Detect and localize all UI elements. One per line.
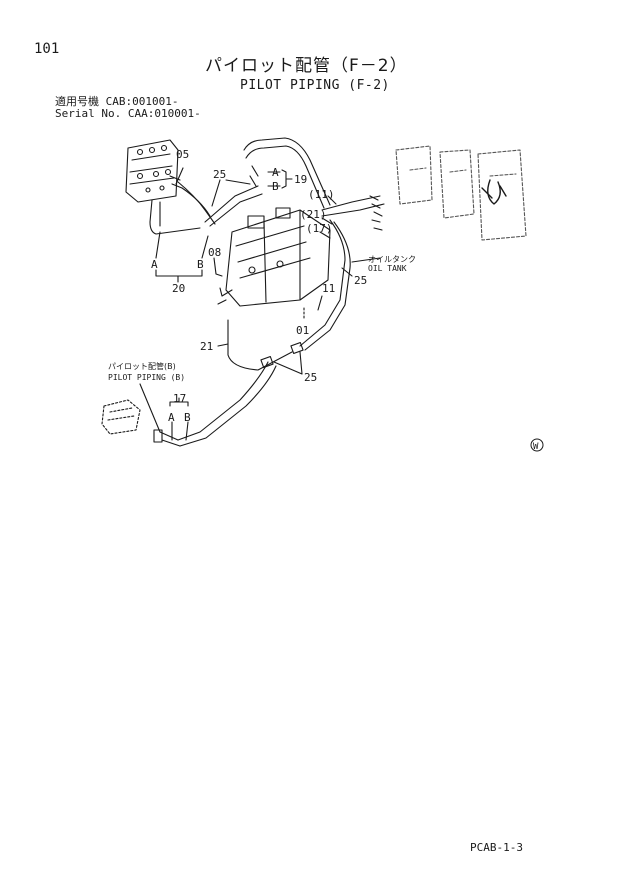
- bracket-20: [155, 269, 203, 277]
- applicability-japanese: 適用号機 CAB:001001-: [55, 95, 179, 108]
- leader-25a: [211, 179, 251, 207]
- document-code: PCAB-1-3: [470, 841, 523, 854]
- note-pilot-piping-b-english: PILOT PIPING (B): [108, 373, 185, 382]
- leader-11b: [317, 295, 323, 311]
- callout-21: 21: [200, 340, 213, 353]
- hose-upper-run: [204, 185, 259, 223]
- callout-11: 11: [322, 282, 335, 295]
- callout-20: 20: [172, 282, 185, 295]
- pilot-valve-block-drawing: [125, 139, 183, 203]
- leader-21-17: [319, 217, 333, 239]
- callout-b-upper: B: [272, 180, 279, 193]
- callout-25-right: 25: [354, 274, 367, 287]
- callout-21-ref: (21): [300, 208, 327, 221]
- leader-08: [213, 257, 223, 277]
- leader-ab3: [171, 421, 189, 441]
- bracket-17: [169, 397, 189, 407]
- leader-11: [327, 195, 337, 205]
- hose-a-upper: [149, 199, 201, 235]
- bracket-19: [281, 169, 293, 189]
- w-mark: W: [530, 438, 544, 452]
- leader-21: [217, 343, 229, 347]
- hose-21: [227, 319, 293, 371]
- callout-11-ref: (11): [308, 188, 335, 201]
- leader-25c: [273, 351, 303, 375]
- hose-to-oil-tank: [299, 219, 346, 347]
- callout-01: 01: [296, 324, 309, 337]
- callout-05: 05: [176, 148, 189, 161]
- page-title-japanese: パイロット配管（F－2）: [205, 56, 408, 76]
- callout-17-ref: (17): [306, 222, 333, 235]
- note-oil-tank-english: OIL TANK: [368, 264, 407, 273]
- hose-to-valve-b: [181, 187, 211, 217]
- page-title-english: PILOT PIPING (F-2): [240, 78, 390, 93]
- callout-25-lower: 25: [304, 371, 317, 384]
- callout-a-left: A: [151, 258, 158, 271]
- callout-17: 17: [173, 392, 186, 405]
- leader-oil-tank: [351, 257, 381, 263]
- callout-a-upper: A: [272, 166, 279, 179]
- callout-08: 08: [208, 246, 221, 259]
- note-oil-tank-japanese: オイルタンク: [368, 255, 416, 264]
- note-pilot-piping-b-japanese: パイロット配管(B): [108, 361, 176, 371]
- page-number: 101: [34, 41, 60, 57]
- leader-a2: [155, 231, 161, 259]
- leader-25b: [341, 267, 353, 277]
- leader-pilot-piping-b: [139, 383, 161, 433]
- callout-b-lower: B: [184, 411, 191, 424]
- callout-19: 19: [294, 173, 307, 186]
- leader-b2: [201, 235, 209, 259]
- callout-25-upper: 25: [213, 168, 226, 181]
- hose-25-lower: [177, 361, 269, 441]
- callout-a-lower: A: [168, 411, 175, 424]
- applicability-serial: Serial No. CAA:010001-: [55, 107, 201, 120]
- callout-b-left: B: [197, 258, 204, 271]
- w-mark-letter: W: [533, 442, 539, 452]
- long-hose-upper: [243, 137, 331, 206]
- control-valve-drawing: [217, 207, 331, 307]
- leader-05: [175, 167, 184, 185]
- oil-tank-ghost-drawing: [395, 145, 527, 241]
- leader-ab1: [267, 171, 281, 187]
